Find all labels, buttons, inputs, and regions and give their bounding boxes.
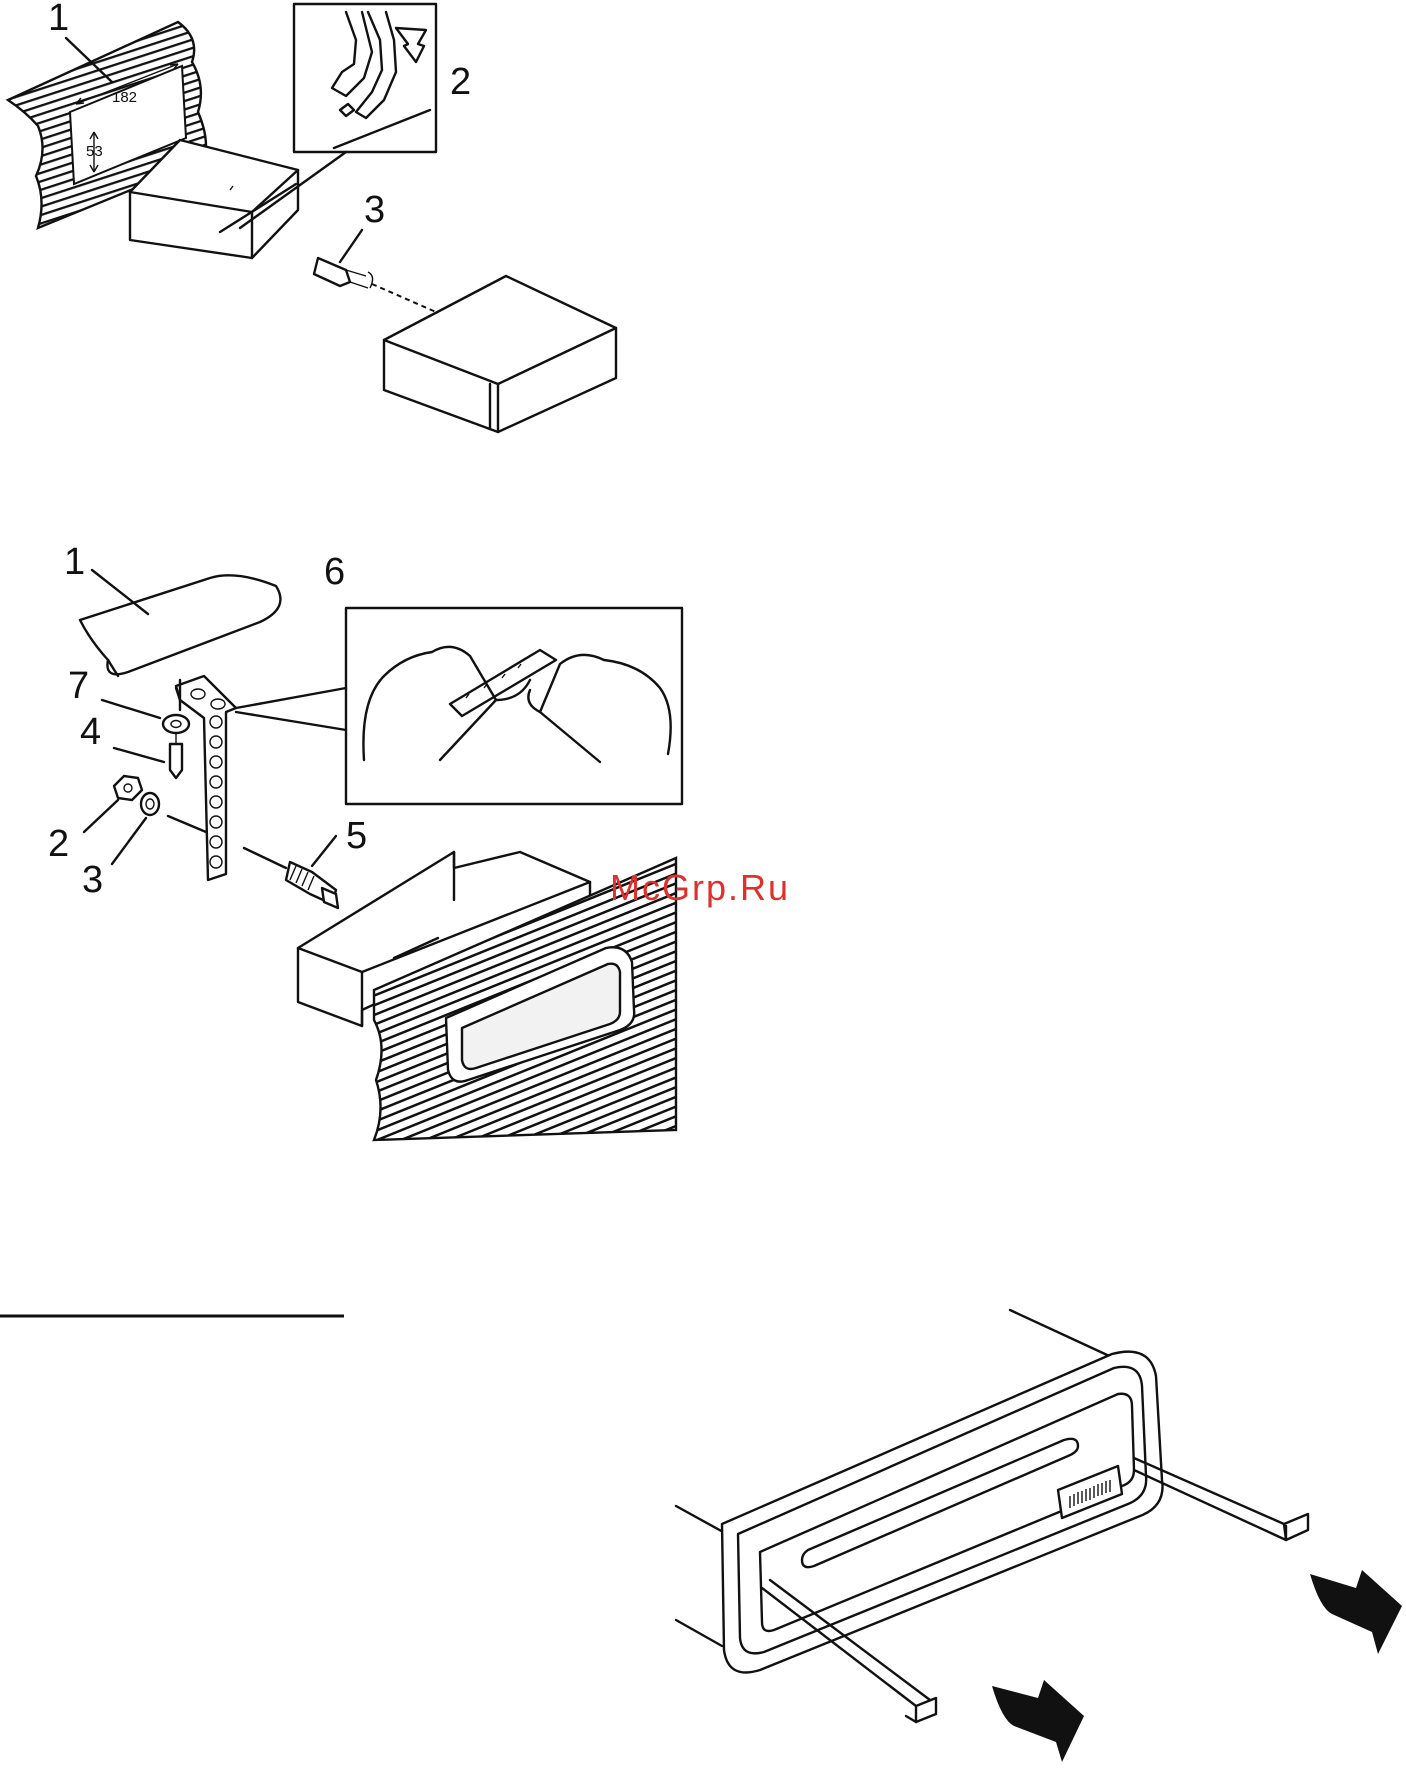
lock-washer [141,793,159,815]
callout-7: 7 [68,665,89,707]
callout-fig2-3: 3 [82,859,103,901]
dimension-height-label: 53 [86,143,103,160]
washer-top [163,715,189,733]
inset-hands [346,608,682,804]
callout-1: 1 [48,0,69,39]
cover-plate [80,575,280,674]
arrow-down-icon [992,1680,1084,1762]
callout-2: 2 [450,61,471,103]
hex-nut [114,776,142,800]
callout-3: 3 [364,189,385,231]
callout-fig2-1: 1 [64,541,85,583]
arrow-right-icon [1310,1570,1402,1654]
callout-4: 4 [80,711,101,753]
screw-bolt [314,230,436,312]
threaded-bolt [244,836,338,908]
callout-6: 6 [324,551,345,593]
small-screw [170,744,182,778]
figure-1-mounting: 182 53 1 2 [8,0,616,432]
radio-unit [384,276,616,432]
callout-5: 5 [346,815,367,857]
dimension-width-label: 182 [112,89,137,106]
figure-2-bracket: 1 6 [48,541,790,1140]
perforated-strap [176,676,236,880]
figure-3-removal [676,1310,1402,1762]
callout-fig2-2: 2 [48,823,69,865]
watermark-text: McGrp.Ru [610,867,790,908]
